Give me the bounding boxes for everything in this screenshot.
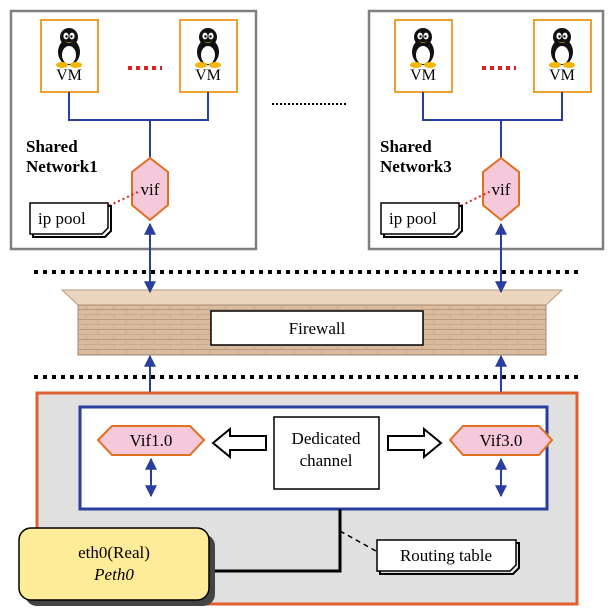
channel-label-line2: channel xyxy=(300,451,353,470)
vm-left-1[interactable]: VM xyxy=(40,19,99,93)
vif1-node[interactable]: Vif1.0 xyxy=(96,425,206,456)
ip-pool-label: ip pool xyxy=(389,209,437,228)
eth0-link xyxy=(212,509,342,573)
dedicated-channel-box[interactable]: Dedicated channel xyxy=(273,416,380,490)
firewall-label: Firewall xyxy=(289,319,346,338)
eth0-label: eth0(Real) xyxy=(78,543,150,562)
vif1-label: Vif1.0 xyxy=(130,431,173,450)
hollow-arrow-icon xyxy=(211,426,267,460)
peth0-label: Peth0 xyxy=(93,565,134,584)
vm-label: VM xyxy=(56,67,82,84)
vif-label: vif xyxy=(141,180,160,199)
vm-right-1[interactable]: VM xyxy=(394,19,453,93)
routing-table-link xyxy=(339,530,377,552)
vm-label: VM xyxy=(410,67,436,84)
ip-pool-link xyxy=(451,190,492,211)
eth0-card[interactable]: eth0(Real) Peth0 xyxy=(18,527,215,606)
network-title-line1: Shared xyxy=(26,137,78,156)
vif-node[interactable]: vif xyxy=(482,156,520,222)
vm-label: VM xyxy=(549,67,575,84)
vm-right-2[interactable]: VM xyxy=(533,19,592,93)
channel-label-line1: Dedicated xyxy=(292,429,361,448)
vm-links xyxy=(68,92,209,158)
vm-label: VM xyxy=(195,67,221,84)
ip-pool-link xyxy=(99,190,141,211)
hollow-arrow-icon xyxy=(387,426,443,460)
vm-left-2[interactable]: VM xyxy=(179,19,238,93)
ip-pool-note: ip pool xyxy=(29,202,112,238)
network-title-line2: Network3 xyxy=(380,157,452,176)
routing-table-note[interactable]: Routing table xyxy=(376,539,520,575)
ip-pool-label: ip pool xyxy=(38,209,86,228)
routing-table-label: Routing table xyxy=(400,546,492,565)
vif3-node[interactable]: Vif3.0 xyxy=(448,425,554,456)
ip-pool-note: ip pool xyxy=(380,202,463,238)
network-title-line2: Network1 xyxy=(26,157,98,176)
vm-links xyxy=(422,92,563,158)
vif3-label: Vif3.0 xyxy=(480,431,523,450)
network-title-line1: Shared xyxy=(380,137,432,156)
firewall[interactable]: Firewall xyxy=(60,289,564,356)
vif-node[interactable]: vif xyxy=(131,156,169,222)
vif-label: vif xyxy=(492,180,511,199)
